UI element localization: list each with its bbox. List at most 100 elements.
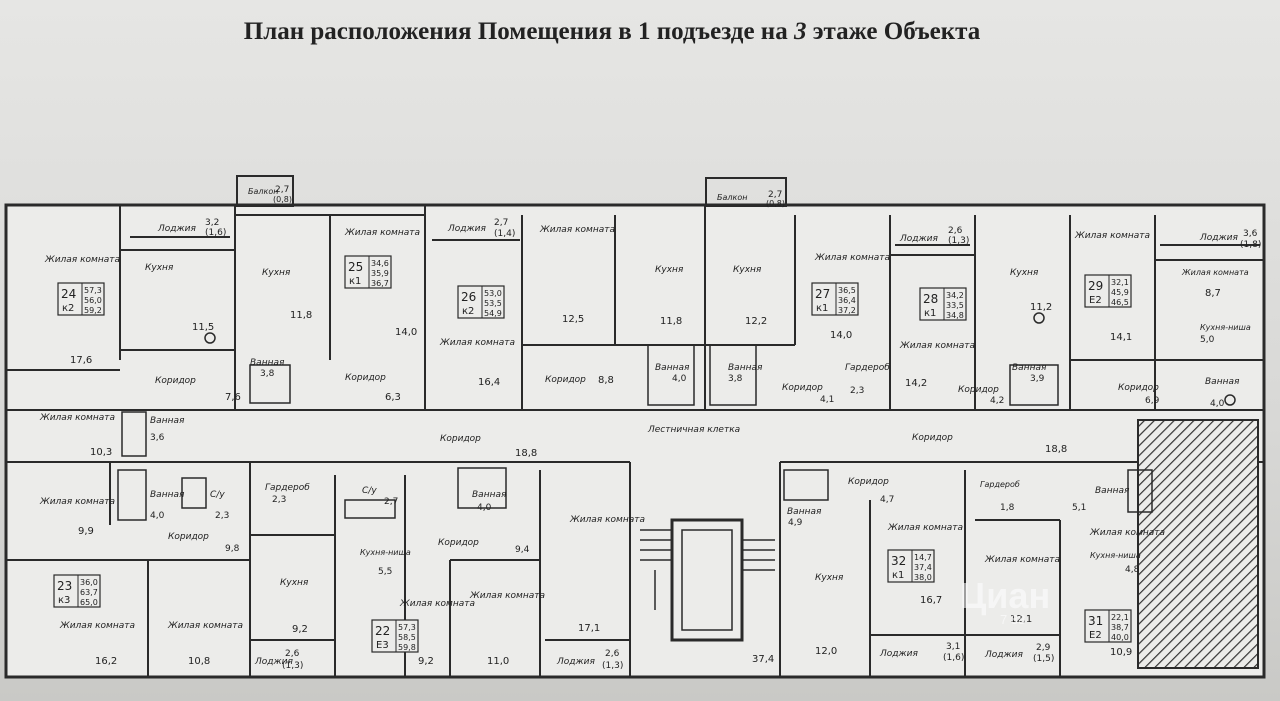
apartment-badge-frame <box>457 285 505 319</box>
apartment-type: Е3 <box>376 640 389 651</box>
room-area: 2,3 <box>272 495 286 505</box>
apartment-area: 36,0 <box>80 578 98 587</box>
room-area: 4,0 <box>477 503 492 513</box>
room-label: Коридор <box>438 538 479 548</box>
apartment-badge-frame <box>887 549 935 583</box>
room-label: Лоджия <box>879 649 918 659</box>
room-label: Кухня <box>145 263 174 273</box>
room-area: 16,2 <box>95 656 117 667</box>
room-area: 2,9 <box>1036 643 1051 653</box>
room-area: 11,8 <box>660 316 682 327</box>
room-label: Жилая комната <box>344 228 420 238</box>
room-area: 18,8 <box>1045 444 1067 455</box>
room-label: Жилая комната <box>984 555 1060 565</box>
room-label: Ванная <box>1205 377 1240 387</box>
room-area: 4,0 <box>150 511 165 521</box>
room-area: 5,5 <box>378 567 392 577</box>
room-area: 12,1 <box>1010 614 1032 625</box>
room-label: Кухня-ниша <box>1090 551 1141 560</box>
apartment-area: 59,2 <box>84 306 102 315</box>
apartment-type: к3 <box>58 595 70 606</box>
room-area-sub: (1,6) <box>205 228 226 238</box>
room-label: Жилая комната <box>469 591 545 601</box>
apartment-area: 37,2 <box>838 306 856 315</box>
room-area-sub: (1,6) <box>943 653 964 663</box>
walls-outer <box>4 175 1266 679</box>
room-area: 4,8 <box>1125 565 1140 575</box>
room-label: Кухня-ниша <box>360 548 411 557</box>
room-label: Балкон <box>248 187 278 196</box>
room-label: Кухня <box>815 573 844 583</box>
room-label: Жилая комната <box>814 253 890 263</box>
room-label: Жилая комната <box>887 523 963 533</box>
room-label: Коридор <box>168 532 209 542</box>
room-label: Коридор <box>958 385 999 395</box>
room-area: 8,7 <box>1205 288 1221 299</box>
apartment-number: 24 <box>61 287 76 301</box>
room-label: Лоджия <box>447 224 486 234</box>
apartment-number: 23 <box>57 579 72 593</box>
room-area: 1,8 <box>1000 503 1015 513</box>
room-area: 10,9 <box>1110 647 1132 658</box>
room-label: Кухня <box>280 578 309 588</box>
watermark-code: 7 88 <box>1000 612 1026 627</box>
room-area: 2,6 <box>605 649 620 659</box>
room-area: 3,6 <box>1243 229 1258 239</box>
apartment-area: 53,0 <box>484 289 502 298</box>
walls-inner <box>6 205 1264 677</box>
apartment-area: 57,3 <box>398 623 416 632</box>
room-label: Ванная <box>250 358 285 368</box>
room-area: 7,6 <box>225 392 241 403</box>
apartment-badge-frame <box>344 255 392 289</box>
stairwell <box>640 518 775 642</box>
apartment-type: к1 <box>349 276 361 287</box>
room-label: Ванная <box>1012 363 1047 373</box>
apartment-area: 36,4 <box>838 296 856 305</box>
apartment-number: 32 <box>891 554 906 568</box>
room-area-sub: (1,8) <box>1240 240 1261 250</box>
room-label: Гардероб <box>980 480 1020 489</box>
room-area: 5,0 <box>1200 335 1215 345</box>
room-area: 4,2 <box>990 396 1004 406</box>
room-area: 9,2 <box>418 656 434 667</box>
room-area: 3,2 <box>205 218 219 228</box>
room-area-sub: (1,5) <box>1033 654 1054 664</box>
room-label: Ванная <box>655 363 690 373</box>
room-area: 11,8 <box>290 310 312 321</box>
room-area-sub: (1,3) <box>948 236 969 246</box>
room-label: Коридор <box>912 433 953 443</box>
room-area: 3,9 <box>1030 374 1045 384</box>
room-label: Жилая комната <box>569 515 645 525</box>
apartment-number: 28 <box>923 292 938 306</box>
page-title: План расположения Помещения в 1 подъезде… <box>0 18 1224 46</box>
apartment-area: 36,5 <box>838 286 856 295</box>
apartment-area: 53,5 <box>484 299 502 308</box>
room-area: 14,1 <box>1110 332 1132 343</box>
apartment-badges: 24к257,356,059,225к134,635,936,726к253,0… <box>53 255 1132 653</box>
apartment-area: 36,7 <box>371 279 389 288</box>
room-label: Ванная <box>472 490 507 500</box>
apartment-area: 14,7 <box>914 553 932 562</box>
apartment-area: 57,3 <box>84 286 102 295</box>
apartment-number: 25 <box>348 260 363 274</box>
room-area: 12,0 <box>815 646 837 657</box>
room-area: 18,8 <box>515 448 537 459</box>
room-area: 11,2 <box>1030 302 1052 313</box>
room-label: Лоджия <box>984 650 1023 660</box>
apartment-area: 63,7 <box>80 588 98 597</box>
apartment-number: 27 <box>815 287 830 301</box>
apartment-type: к2 <box>462 306 474 317</box>
apartment-badge-frame <box>53 574 101 608</box>
room-label: Коридор <box>848 477 889 487</box>
room-label: Кухня <box>1010 268 1039 278</box>
fixtures <box>117 312 1236 521</box>
room-label: Жилая комната <box>439 338 515 348</box>
apartment-number: 31 <box>1088 614 1103 628</box>
